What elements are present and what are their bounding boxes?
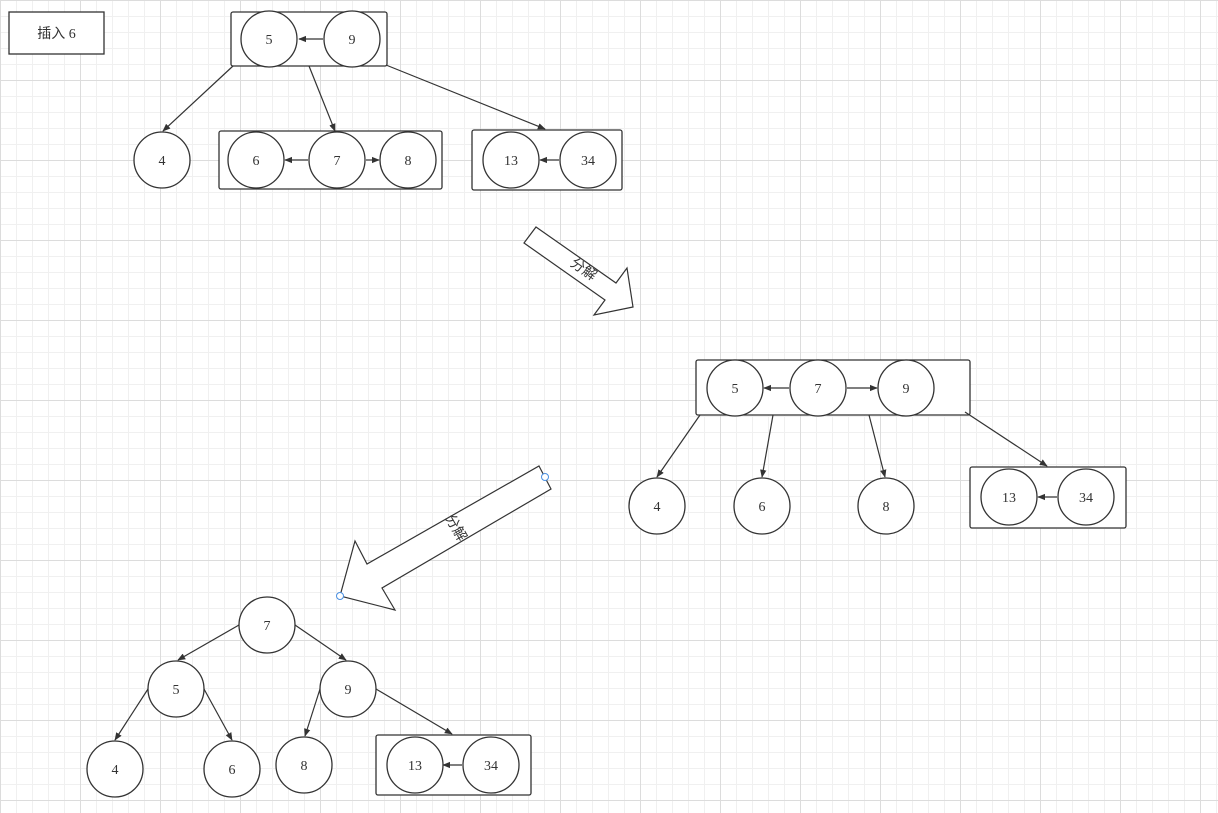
svg-text:34: 34 xyxy=(484,759,498,774)
selection-handle[interactable] xyxy=(541,473,549,481)
tree-node: 34 xyxy=(559,131,617,189)
svg-text:7: 7 xyxy=(815,382,822,397)
tree-node: 13 xyxy=(482,131,540,189)
stage3-edge xyxy=(375,688,453,735)
tree-node: 9 xyxy=(877,359,935,417)
tree-node: 9 xyxy=(323,10,381,68)
svg-text:4: 4 xyxy=(654,500,661,515)
tree-node: 8 xyxy=(379,131,437,189)
svg-text:6: 6 xyxy=(253,154,260,169)
stage1-tree: 5 9 4 6 7 8 13 34 xyxy=(133,10,623,191)
stage2-edge xyxy=(964,411,1048,467)
tree-node: 34 xyxy=(1057,468,1115,526)
tree-node: 9 xyxy=(319,660,377,718)
stage1-edge xyxy=(308,65,336,132)
svg-text:13: 13 xyxy=(408,759,422,774)
stage3-edge xyxy=(294,624,347,661)
svg-text:5: 5 xyxy=(266,33,273,48)
split-arrow-2[interactable]: 分解 xyxy=(336,465,552,611)
stage2-edge xyxy=(868,414,887,478)
stage3-edge xyxy=(177,624,240,661)
stage1-edge xyxy=(385,64,546,130)
tree-node: 7 xyxy=(308,131,366,189)
svg-text:9: 9 xyxy=(903,382,910,397)
tree-node: 13 xyxy=(386,736,444,794)
svg-text:5: 5 xyxy=(732,382,739,397)
svg-text:5: 5 xyxy=(173,683,180,698)
selection-handle[interactable] xyxy=(336,592,344,600)
stage2-tree: 5 7 9 4 6 8 13 34 xyxy=(628,359,1127,535)
tree-node: 6 xyxy=(203,740,261,798)
tree-node: 13 xyxy=(980,468,1038,526)
tree-node: 4 xyxy=(628,477,686,535)
svg-text:34: 34 xyxy=(581,154,595,169)
svg-text:6: 6 xyxy=(229,763,236,778)
svg-text:13: 13 xyxy=(1002,491,1016,506)
svg-text:4: 4 xyxy=(159,154,166,169)
stage1-edge xyxy=(162,65,234,132)
svg-text:6: 6 xyxy=(759,500,766,515)
title-text: 插入 6 xyxy=(37,26,76,42)
tree-node: 5 xyxy=(706,359,764,417)
svg-text:13: 13 xyxy=(504,154,518,169)
tree-node: 4 xyxy=(133,131,191,189)
svg-text:9: 9 xyxy=(345,683,352,698)
stage3-tree: 7 5 9 4 6 8 13 34 xyxy=(86,596,532,798)
tree-node: 5 xyxy=(147,660,205,718)
svg-text:8: 8 xyxy=(301,759,308,774)
svg-text:8: 8 xyxy=(405,154,412,169)
tree-node: 8 xyxy=(857,477,915,535)
tree-node: 7 xyxy=(789,359,847,417)
svg-text:34: 34 xyxy=(1079,491,1093,506)
title-box: 插入 6 xyxy=(8,11,105,55)
tree-node: 6 xyxy=(733,477,791,535)
tree-node: 5 xyxy=(240,10,298,68)
tree-node: 4 xyxy=(86,740,144,798)
svg-text:7: 7 xyxy=(264,619,271,634)
svg-text:4: 4 xyxy=(112,763,119,778)
tree-node: 6 xyxy=(227,131,285,189)
svg-text:7: 7 xyxy=(334,154,341,169)
stage3-edge xyxy=(304,688,321,737)
svg-text:8: 8 xyxy=(883,500,890,515)
stage3-edge xyxy=(203,688,233,741)
svg-text:9: 9 xyxy=(349,33,356,48)
tree-node: 7 xyxy=(238,596,296,654)
stage3-edge xyxy=(114,688,149,741)
tree-node: 34 xyxy=(462,736,520,794)
tree-node: 8 xyxy=(275,736,333,794)
stage2-edge xyxy=(656,414,701,478)
stage2-edge xyxy=(760,414,774,478)
split-arrow-1[interactable]: 分解 xyxy=(523,226,634,316)
